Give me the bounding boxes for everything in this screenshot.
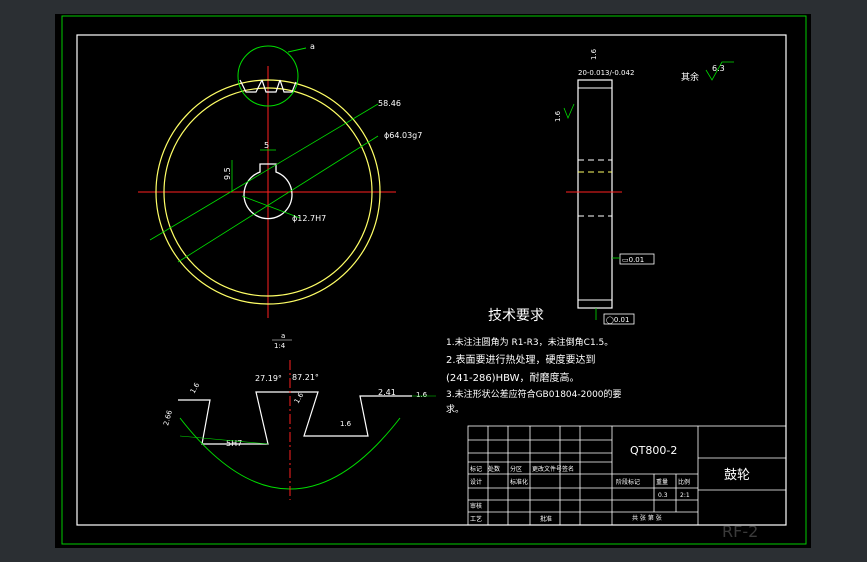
- dim-detail-9: 5H7: [226, 439, 242, 448]
- dim-detail-8: 1.6: [416, 391, 428, 399]
- dim-angle-2: 87.21°: [292, 373, 319, 382]
- weight-value: 0.3: [658, 492, 668, 499]
- part-name: 鼓轮: [724, 468, 750, 483]
- detail-circle: [237, 45, 299, 107]
- bore-with-keyway: [243, 163, 293, 220]
- label-design: 设计: [470, 478, 482, 486]
- tech-title: 技术要求: [488, 308, 544, 324]
- label-zone: 分区: [510, 465, 522, 473]
- inner-ring: [163, 87, 373, 297]
- dim-phi64: ϕ64.03g7: [384, 131, 422, 140]
- label-process: 工艺: [470, 515, 482, 523]
- label-stage: 阶段标记: [616, 478, 640, 486]
- label-count: 处数: [488, 465, 500, 473]
- dim-angle-1: 27.19°: [255, 374, 282, 383]
- label-sign: 签名: [562, 465, 574, 473]
- dim-9-5: 9.5: [223, 167, 232, 180]
- detail-scale-ref: a: [281, 332, 285, 340]
- dim-detail-6: 1.6: [340, 420, 352, 428]
- roughness-symbol-left: [563, 103, 575, 120]
- tolerance-frame-2: [603, 313, 635, 325]
- label-change-doc: 更改文件号: [532, 465, 562, 473]
- label-scale: 比例: [678, 478, 690, 486]
- roughness-rest-value: 6.3: [712, 64, 725, 73]
- label-review: 审核: [470, 502, 482, 510]
- dim-line-58: [149, 103, 379, 241]
- title-block-frame: [467, 425, 787, 526]
- drawing-sheet: [55, 14, 811, 548]
- detail-scale: 1:4: [274, 342, 286, 350]
- dim-58-46: 58.46: [378, 99, 401, 108]
- teeth-outline: [239, 79, 297, 93]
- dim-detail-4: 2.66: [162, 409, 174, 427]
- technical-requirements: 技术要求 1.未注注圆角为 R1-R3，未注倒角C1.5。 2.表面要进行热处理…: [446, 308, 622, 415]
- outer-ring: [155, 79, 381, 305]
- dim-width-20: 20-0.013/-0.042: [578, 69, 634, 77]
- detail-view: a 1:4 27.19° 87.21° 1.6 2.66 1.6 1.6 2.4…: [162, 332, 436, 500]
- tolerance-frame-1: [619, 253, 655, 265]
- detail-tooth-profile: [178, 391, 412, 445]
- roughness-rest-symbol: [705, 61, 734, 81]
- label-weight: 重量: [656, 478, 668, 486]
- inner-border: [76, 34, 787, 526]
- label-mark: 标记: [470, 465, 482, 473]
- sheet-note: 共 张 第 张: [632, 514, 662, 522]
- tech-line-1: 1.未注注圆角为 R1-R3，未注倒角C1.5。: [446, 336, 613, 348]
- front-view: a 58.46 ϕ64.03g7 ϕ12.7H7 9.5 5: [138, 42, 422, 318]
- detail-ref-label: a: [310, 42, 315, 51]
- roughness-rest-note: 其余 6.3: [681, 61, 734, 83]
- tech-line-4: 3.未注形状公差应符合GB01804-2000的要: [446, 388, 622, 400]
- material: QT800-2: [630, 444, 677, 457]
- detail-dim-line: [179, 435, 269, 445]
- dim-phi12: ϕ12.7H7: [292, 214, 326, 223]
- tolerance-flatness: ▭0.01: [622, 256, 644, 264]
- dim-5: 5: [264, 141, 269, 150]
- tech-line-5: 求。: [446, 403, 464, 415]
- tech-line-2: 2.表面要进行热处理，硬度要达到: [446, 353, 596, 366]
- roughness-left: 1.6: [554, 110, 562, 122]
- dim-detail-7: 2.41: [378, 388, 396, 397]
- title-block-text: QT800-2 鼓轮 标记 处数 分区 更改文件号 签名 设计 标准化 阶段标记…: [470, 444, 750, 523]
- outer-border: [61, 15, 807, 545]
- title-block: [467, 425, 787, 526]
- label-standard: 标准化: [510, 478, 528, 486]
- roughness-top: 1.6: [590, 48, 598, 60]
- side-view: 20-0.013/-0.042 1.6 1.6 ▭0.01 ◯0.01: [554, 48, 655, 325]
- roughness-rest-label: 其余: [681, 71, 699, 83]
- dim-line-64: [177, 135, 379, 263]
- label-approve: 批准: [540, 515, 552, 523]
- scale-value: 2:1: [680, 492, 690, 499]
- tech-line-3: (241-286)HBW，耐磨度高。: [446, 371, 580, 384]
- drawing-number: RF-2: [722, 522, 758, 541]
- detail-leader: [287, 47, 307, 53]
- side-outline: [577, 79, 613, 309]
- tolerance-roundness: ◯0.01: [606, 316, 629, 324]
- dim-line-bore: [241, 195, 301, 219]
